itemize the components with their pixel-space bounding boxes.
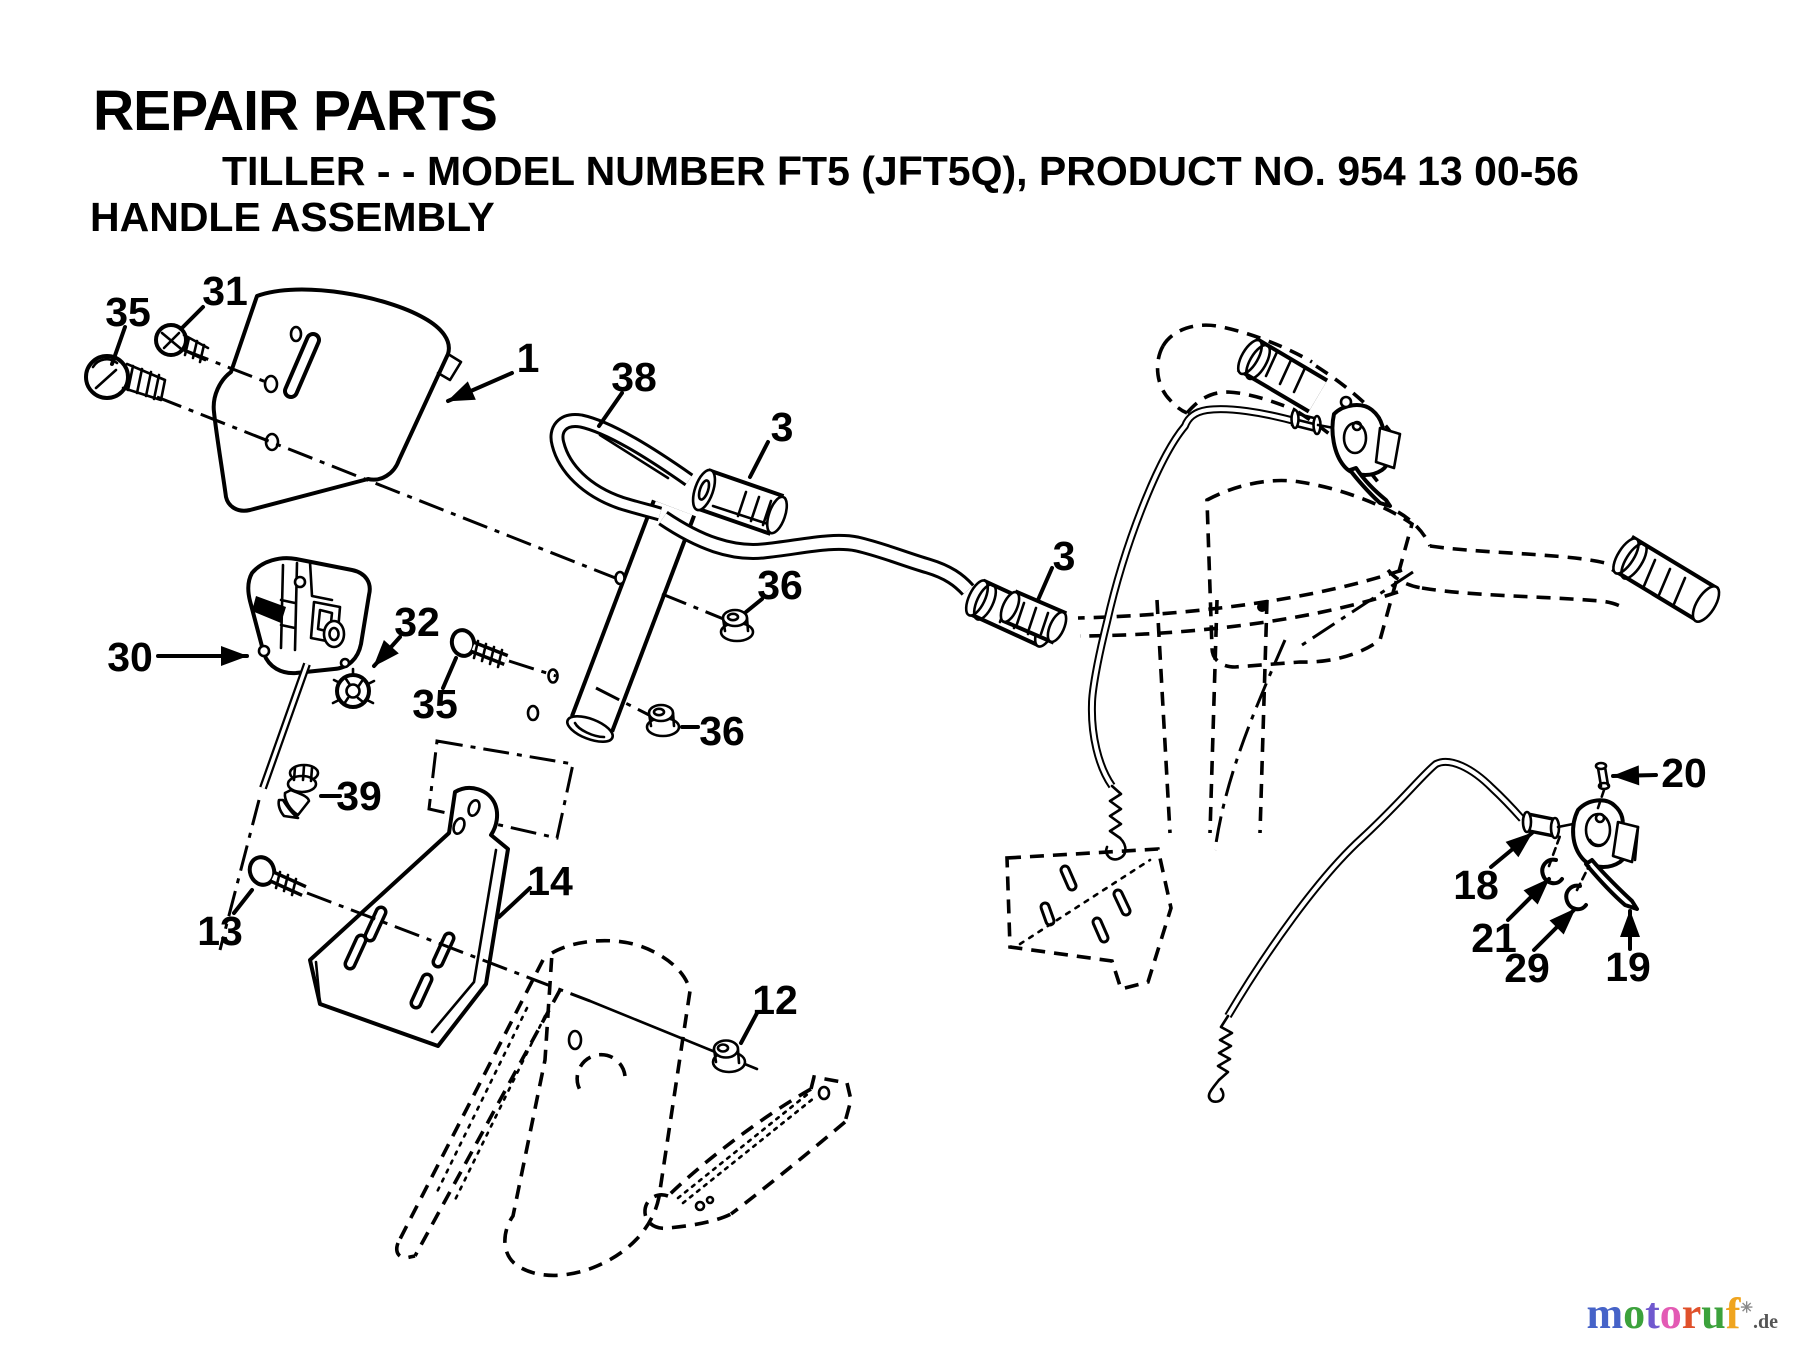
screw-part31 (154, 323, 210, 364)
callout-label-36: 36 (699, 708, 745, 754)
lower-handle-ghost-left (394, 938, 692, 1278)
handlebar-tube (658, 510, 975, 596)
handle-column (526, 499, 696, 743)
clip-part39 (277, 763, 320, 820)
nut-part12 (711, 1039, 747, 1074)
pin-part20 (1594, 761, 1611, 810)
watermark-logo: motoruf✳.de (1586, 1288, 1778, 1339)
assembled-handlebar-ghost (1077, 510, 1623, 647)
nut-part32 (331, 667, 376, 709)
callout-leader-32 (372, 635, 402, 668)
callout-label-13: 13 (197, 908, 243, 954)
callout-leader-35 (441, 656, 458, 690)
bolt-part13 (247, 855, 307, 897)
watermark-text: motoruf (1586, 1289, 1740, 1338)
bolt-part35-mid (449, 628, 557, 678)
throttle-rod (218, 662, 311, 951)
callout-label-29: 29 (1504, 945, 1550, 991)
callout-label-18: 18 (1453, 862, 1499, 908)
watermark-letter: f (1725, 1289, 1741, 1338)
callout-label-21: 21 (1471, 915, 1517, 961)
callout-label-30: 30 (107, 634, 153, 680)
watermark-letter: o (1659, 1289, 1682, 1338)
callout-label-35: 35 (412, 681, 458, 727)
watermark-letter: m (1586, 1289, 1624, 1338)
callout-leader-12 (739, 1011, 759, 1045)
assembled-bracket-ghost (1005, 847, 1173, 992)
callout-label-36: 36 (757, 562, 803, 608)
callout-label-32: 32 (394, 599, 440, 645)
callout-label-3: 3 (771, 404, 794, 450)
callout-label-12: 12 (752, 977, 798, 1023)
callout-leader-38 (597, 391, 624, 428)
assembled-grip-right (1611, 535, 1721, 623)
watermark-letter: o (1623, 1289, 1646, 1338)
right-assembled-view (999, 323, 1721, 1103)
assembled-grip-left (999, 589, 1068, 645)
callout-label-19: 19 (1605, 944, 1651, 990)
callout-label-20: 20 (1661, 750, 1707, 796)
doc-title: REPAIR PARTS (93, 79, 498, 143)
callout-label-1: 1 (517, 335, 540, 381)
callout-label-38: 38 (611, 354, 657, 400)
watermark-suffix: .de (1753, 1311, 1778, 1333)
callout-label-31: 31 (202, 268, 248, 314)
throttle-cable-upper (1087, 405, 1300, 861)
clip-part21 (1540, 834, 1564, 886)
callout-leader-3 (748, 440, 770, 479)
callout-leader-18 (1489, 831, 1534, 869)
bolt-part35-top (84, 354, 167, 402)
callout-leader-1 (446, 371, 514, 403)
locknut-part36-lower (595, 686, 681, 738)
handle-loop-part38 (549, 413, 694, 522)
throttle-cable-part18 (1207, 757, 1580, 1103)
callout-leader-14 (497, 886, 532, 919)
callout-label-3: 3 (1053, 533, 1076, 579)
clip-part29 (1564, 864, 1591, 912)
lever-part19 (1584, 858, 1639, 911)
watermark-letter: r (1681, 1289, 1702, 1338)
assembled-column-ghost (1155, 599, 1287, 851)
assembled-throttle-control (1290, 395, 1402, 508)
lower-bracket-part14 (308, 786, 510, 1048)
callout-leader-35 (110, 325, 127, 366)
watermark-star-icon: ✳ (1740, 1300, 1753, 1317)
callout-leader-3 (1036, 566, 1054, 602)
left-exploded-view (84, 287, 1059, 1278)
callout-leader-20 (1611, 765, 1658, 786)
grip-part3-top (691, 468, 789, 536)
callout-leader-36 (744, 597, 764, 614)
section-title: HANDLE ASSEMBLY (90, 194, 495, 240)
callout-leader-31 (179, 305, 205, 331)
throttle-control-detail (1540, 761, 1640, 912)
assembled-grip-top (1236, 336, 1329, 414)
main-centerline (156, 395, 619, 581)
watermark-letter: t (1645, 1289, 1660, 1338)
callout-label-35: 35 (105, 289, 151, 335)
locknut-part36-upper (661, 592, 755, 643)
callout-label-39: 39 (336, 773, 382, 819)
doc-subtitle: TILLER - - MODEL NUMBER FT5 (JFT5Q), PRO… (222, 148, 1579, 194)
bolt13-centerline (306, 891, 591, 1003)
throttle-bracket-part30 (246, 556, 372, 676)
callout-leader-21 (1506, 877, 1551, 922)
callout-leader-13 (232, 888, 254, 915)
assembled-panel-ghost (1205, 478, 1415, 669)
handle-panel-part1 (211, 287, 463, 513)
watermark-letter: u (1701, 1289, 1726, 1338)
callout-leader-29 (1532, 907, 1577, 952)
locator-box (427, 739, 575, 840)
callout-label-14: 14 (527, 858, 573, 904)
lower-handle-ghost-right (643, 1074, 853, 1231)
